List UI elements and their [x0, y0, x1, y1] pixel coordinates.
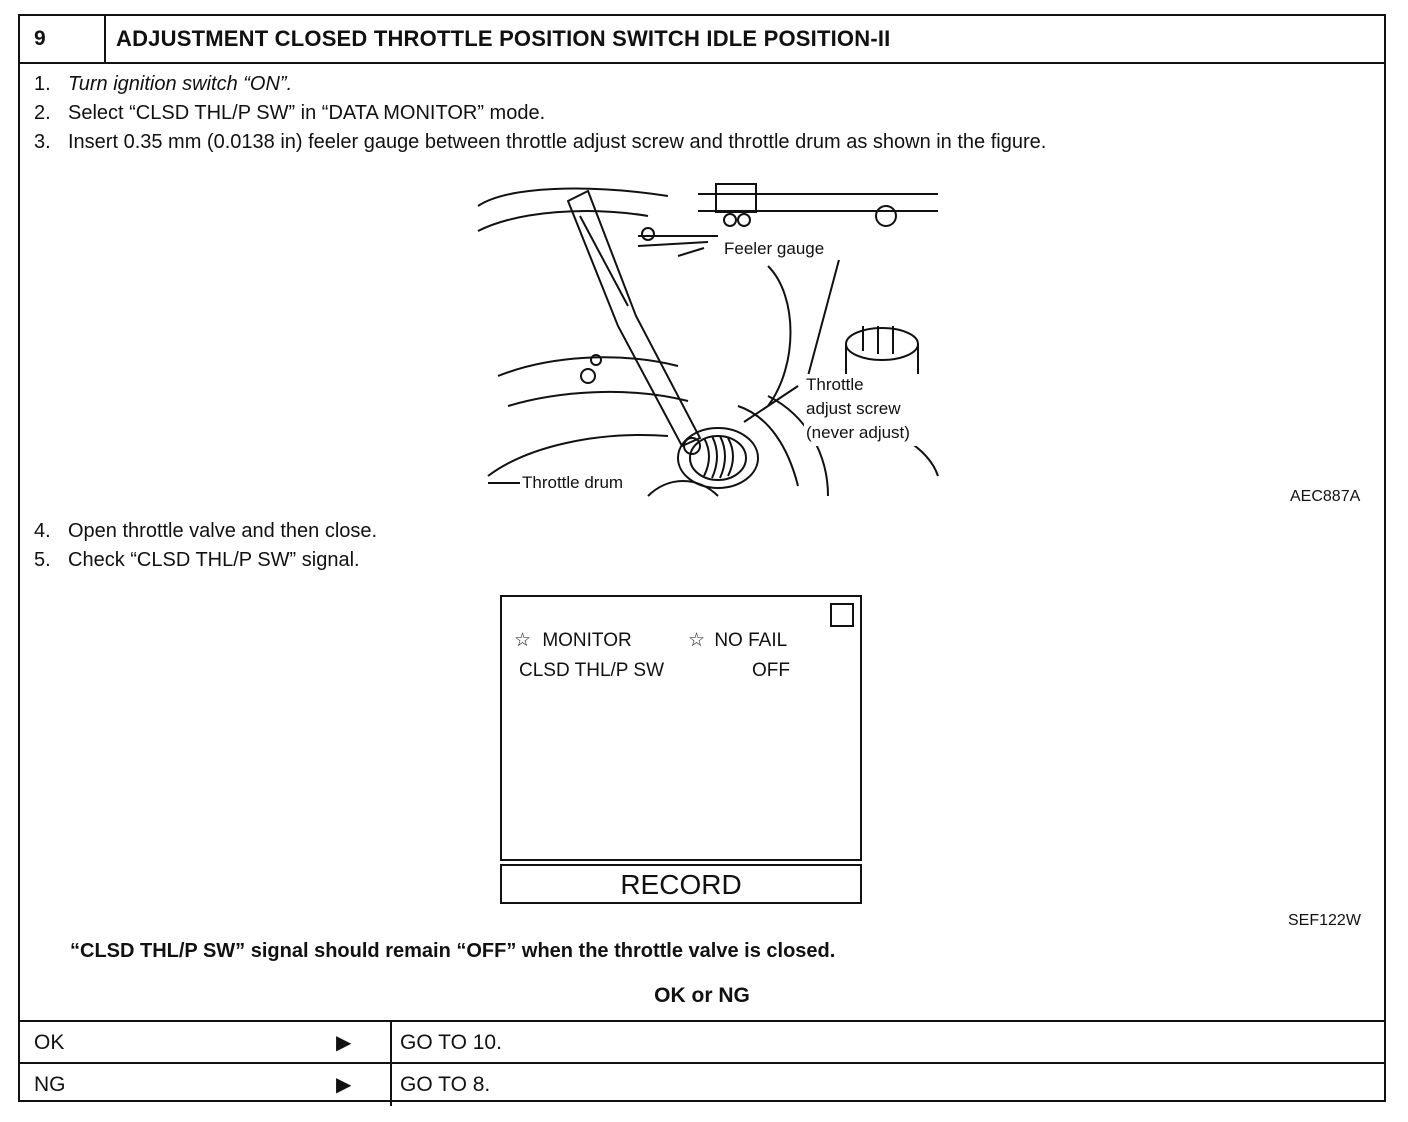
procedure-frame: 9 ADJUSTMENT CLOSED THROTTLE POSITION SW…: [18, 14, 1386, 1106]
never-adjust-label: (never adjust): [806, 423, 910, 442]
square-icon: [830, 603, 854, 627]
list-item: 3.Insert 0.35 mm (0.0138 in) feeler gaug…: [34, 131, 1047, 153]
result-action: GO TO 8.: [400, 1073, 491, 1096]
instruction-list-a: 1.Turn ignition switch “ON”. 2.Select “C…: [34, 70, 1046, 157]
star-icon: ☆: [688, 630, 706, 651]
monitor-screen: ☆ MONITOR ☆ NO FAIL CLSD THL/P SW OFF: [500, 595, 862, 861]
step-title: ADJUSTMENT CLOSED THROTTLE POSITION SWIT…: [116, 26, 891, 51]
result-row-ng[interactable]: NG ▶ GO TO 8.: [20, 1062, 1384, 1106]
list-item: 1.Turn ignition switch “ON”.: [34, 73, 293, 95]
monitor-item-value: OFF: [752, 660, 790, 681]
figure-code: AEC887A: [1290, 488, 1361, 505]
step-header: 9 ADJUSTMENT CLOSED THROTTLE POSITION SW…: [20, 16, 1384, 64]
throttle-body-figure: Feeler gauge Throttle adjust screw (neve…: [477, 183, 939, 497]
list-item: 2.Select “CLSD THL/P SW” in “DATA MONITO…: [34, 102, 546, 124]
adjust-screw-label: adjust screw: [806, 399, 901, 418]
result-label: OK: [34, 1031, 65, 1054]
arrow-right-icon: ▶: [336, 1074, 352, 1096]
status-label: NO FAIL: [714, 630, 788, 651]
check-note: “CLSD THL/P SW” signal should remain “OF…: [70, 940, 836, 962]
figure-code: SEF122W: [1288, 912, 1361, 929]
result-label: NG: [34, 1073, 66, 1096]
throttle-label: Throttle: [806, 375, 864, 394]
result-action: GO TO 10.: [400, 1031, 502, 1054]
throttle-drum-label: Throttle drum: [522, 473, 623, 492]
step-number: 9: [20, 16, 106, 62]
star-icon: ☆: [514, 630, 532, 651]
list-item: 5.Check “CLSD THL/P SW” signal.: [34, 549, 360, 571]
monitor-item-name: CLSD THL/P SW: [519, 660, 665, 681]
monitor-label: MONITOR: [542, 630, 632, 651]
list-item: 4.Open throttle valve and then close.: [34, 520, 378, 542]
arrow-right-icon: ▶: [336, 1032, 352, 1054]
ok-ng-title: OK or NG: [654, 984, 750, 1007]
instruction-list-b: 4.Open throttle valve and then close. 5.…: [34, 517, 377, 575]
record-button[interactable]: RECORD: [500, 864, 862, 904]
result-row-ok[interactable]: OK ▶ GO TO 10.: [20, 1020, 1384, 1064]
feeler-gauge-label: Feeler gauge: [724, 239, 824, 258]
